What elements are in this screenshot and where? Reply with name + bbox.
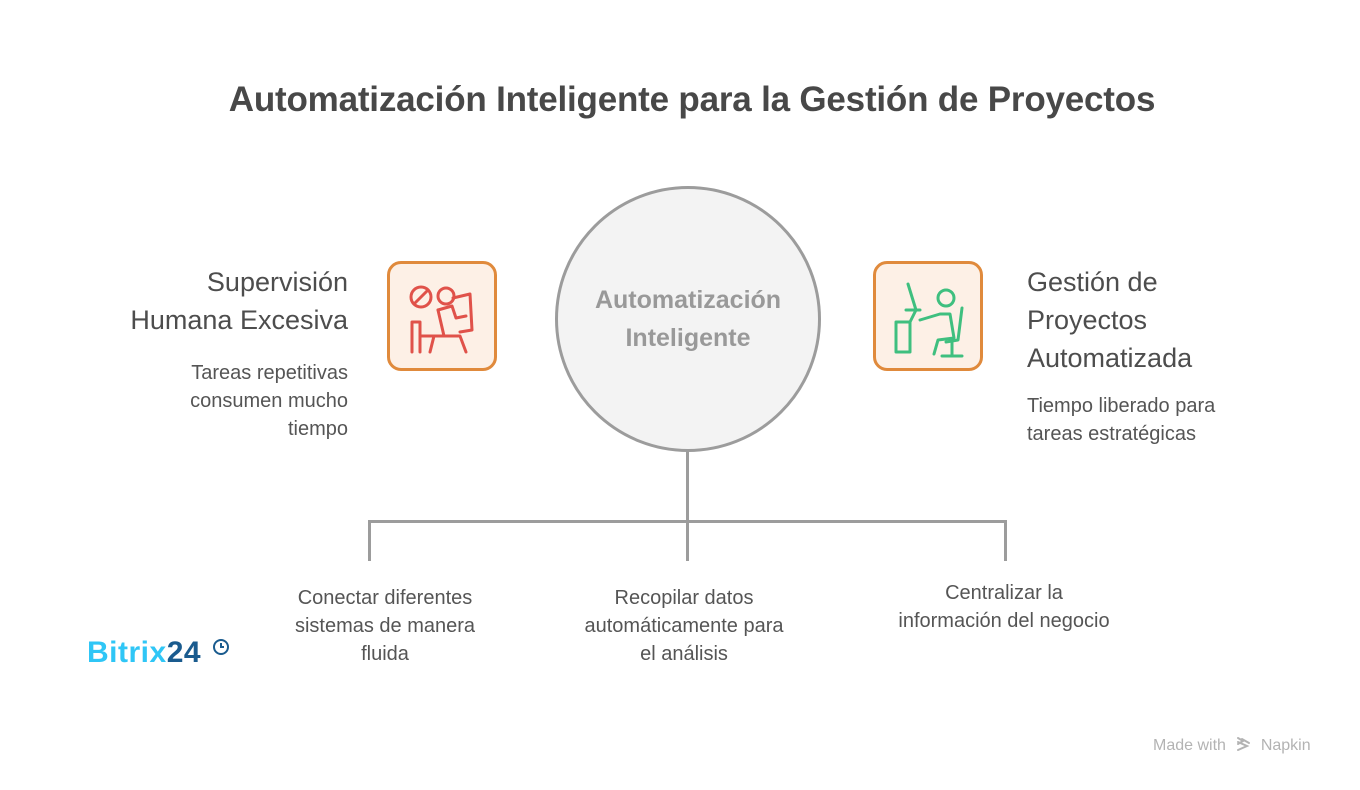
central-concept-circle: Automatización Inteligente	[555, 186, 821, 452]
branch-2-line1: Recopilar datos	[614, 587, 754, 609]
left-desc-line1: Tareas repetitivas	[191, 362, 348, 384]
logo-text-bitrix: Bitrix	[87, 636, 167, 669]
logo-text-24: 24	[166, 636, 202, 669]
branch-item-1: Conectar diferentes sistemas de manera f…	[255, 584, 515, 668]
overwhelmed-worker-icon	[387, 261, 497, 371]
branch-1-line2: sistemas de manera	[294, 615, 476, 637]
right-title-line3: Automatizada	[1027, 343, 1193, 373]
diagram-title: Automatización Inteligente para la Gesti…	[228, 80, 1156, 119]
right-title-line1: Gestión de	[1027, 267, 1158, 297]
bitrix24-logo: Bitrix24	[87, 636, 230, 670]
right-node-title: Gestión de Proyectos Automatizada	[1027, 263, 1192, 377]
center-line2: Inteligente	[625, 324, 751, 352]
branch-2-line2: automáticamente para	[584, 615, 784, 637]
connector-branch-3	[1004, 520, 1007, 561]
made-with-label: Made with	[1153, 737, 1226, 754]
clock-icon	[212, 639, 229, 655]
right-desc-line2: tareas estratégicas	[1027, 423, 1196, 445]
right-node-description: Tiempo liberado para tareas estratégicas	[1027, 392, 1215, 448]
left-node-description: Tareas repetitivas consumen mucho tiempo	[190, 359, 348, 443]
right-desc-line1: Tiempo liberado para	[1027, 395, 1216, 417]
napkin-logo-icon	[1237, 737, 1251, 751]
connector-trunk	[686, 451, 689, 561]
left-desc-line3: tiempo	[287, 418, 348, 440]
napkin-brand-label: Napkin	[1260, 737, 1311, 754]
relaxed-worker-icon	[873, 261, 983, 371]
branch-item-3: Centralizar la información del negocio	[874, 579, 1134, 635]
right-title-line2: Proyectos	[1027, 305, 1148, 335]
left-node-title: Supervisión Humana Excesiva	[130, 263, 348, 339]
branch-3-line2: información del negocio	[898, 610, 1110, 632]
made-with-napkin[interactable]: Made with Napkin	[1153, 736, 1311, 755]
left-desc-line2: consumen mucho	[190, 390, 348, 412]
branch-2-line3: el análisis	[640, 643, 728, 665]
branch-1-line1: Conectar diferentes	[297, 587, 473, 609]
branch-item-2: Recopilar datos automáticamente para el …	[554, 584, 814, 668]
branch-1-line3: fluida	[361, 643, 409, 665]
center-line1: Automatización	[594, 286, 782, 314]
left-title-line1: Supervisión	[206, 267, 348, 297]
connector-branch-1	[368, 520, 371, 561]
left-title-line2: Humana Excesiva	[130, 305, 348, 335]
branch-3-line1: Centralizar la	[945, 582, 1063, 604]
connector-horizontal	[368, 520, 1007, 523]
